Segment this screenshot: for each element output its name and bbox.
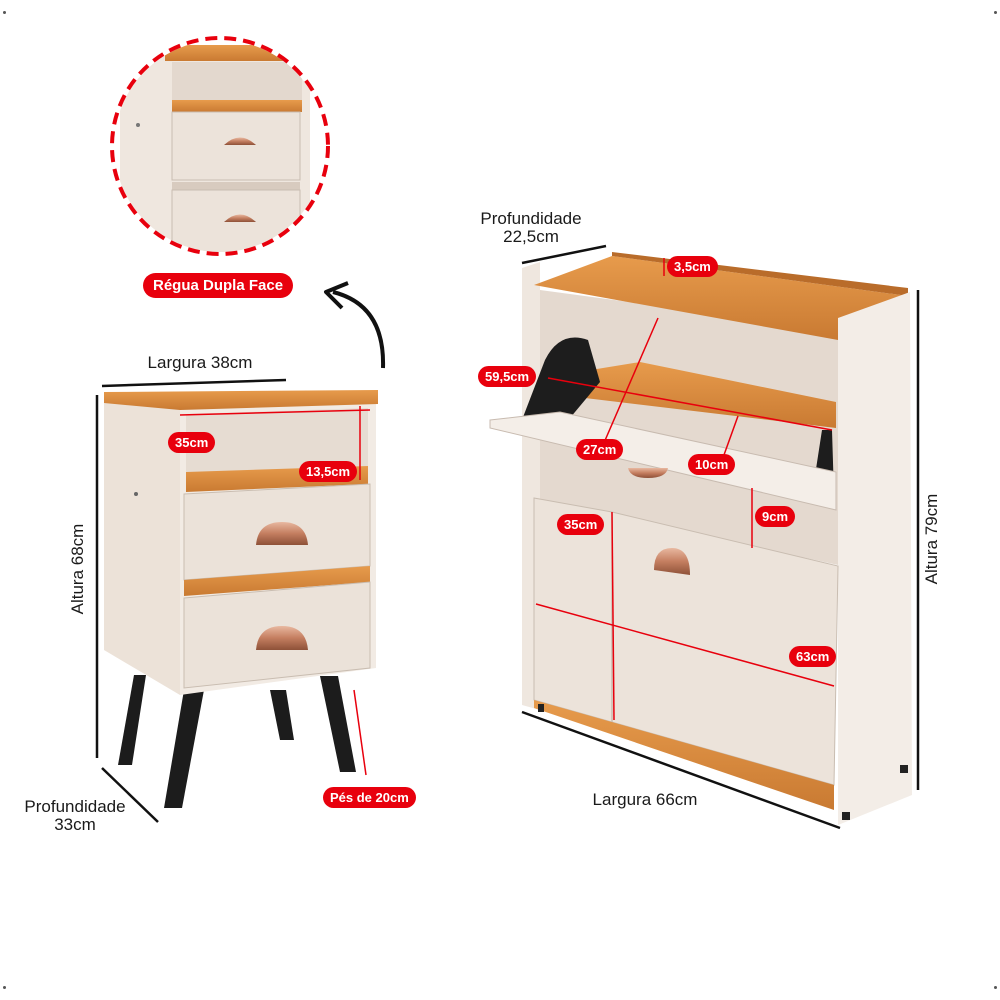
nightstand-legs-badge: Pés de 20cm bbox=[323, 787, 416, 808]
nightstand-height-label: Altura 68cm bbox=[68, 523, 87, 615]
handle-icon bbox=[224, 137, 256, 145]
handle-icon bbox=[256, 626, 308, 650]
shoe-rack-niche-width-badge: 35cm bbox=[557, 514, 605, 535]
shoe-rack-depth-line1: Profundidade bbox=[480, 209, 582, 228]
shoe-rack-illustration bbox=[489, 252, 912, 825]
callout-label-badge: Régua Dupla Face bbox=[143, 273, 294, 298]
shoe-rack-depth-label: Profundidade 22,5cm bbox=[466, 210, 596, 246]
nightstand-illustration bbox=[104, 390, 378, 808]
shoe-rack-top-rail-badge: 3,5cm bbox=[667, 256, 718, 277]
shoe-rack-flap-lip-badge: 10cm bbox=[688, 454, 736, 475]
zoom-detail bbox=[110, 36, 330, 256]
shoe-rack-door-width-badge: 63cm bbox=[789, 646, 837, 667]
corner-dot bbox=[994, 11, 997, 14]
nightstand-depth-line1: Profundidade bbox=[24, 797, 126, 816]
shoe-rack-flap-depth-badge: 27cm bbox=[576, 439, 624, 460]
nightstand-dimension-lines bbox=[95, 378, 371, 823]
arrow-icon bbox=[332, 290, 386, 369]
handle-icon bbox=[654, 548, 690, 575]
nightstand-depth-line2: 33cm bbox=[54, 815, 96, 834]
shoe-rack-dimension-lines bbox=[521, 244, 920, 830]
nightstand-depth-label: Profundidade 33cm bbox=[10, 798, 140, 834]
corner-dot bbox=[3, 11, 6, 14]
corner-dot bbox=[3, 986, 6, 989]
shoe-rack-height-label: Altura 79cm bbox=[922, 493, 941, 585]
shoe-rack-width-label: Largura 66cm bbox=[592, 790, 698, 809]
handle-icon bbox=[224, 214, 256, 222]
corner-dot bbox=[994, 986, 997, 989]
shoe-rack-flap-width-badge: 59,5cm bbox=[478, 366, 537, 387]
nightstand-inner-width-badge: 35cm bbox=[168, 432, 216, 453]
shoe-rack-niche-height-badge: 9cm bbox=[755, 506, 796, 527]
handle-icon bbox=[256, 522, 308, 545]
handle-icon bbox=[628, 468, 668, 478]
nightstand-niche-height-badge: 13,5cm bbox=[299, 461, 358, 482]
nightstand-width-label: Largura 38cm bbox=[147, 353, 253, 372]
shoe-rack-depth-line2: 22,5cm bbox=[503, 227, 559, 246]
